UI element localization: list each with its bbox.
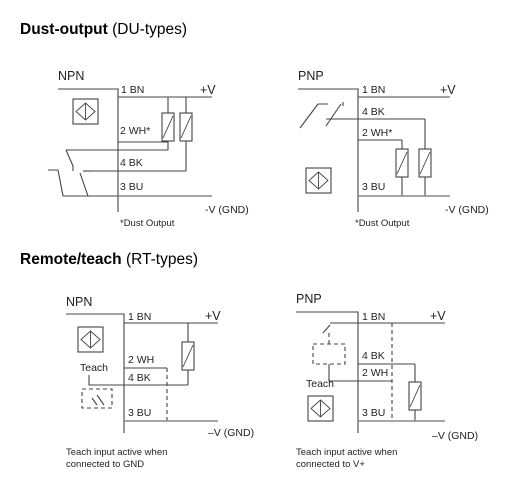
rt-pnp-wire-1bn: 1 BN [362, 311, 385, 323]
rt-npn-housing [66, 313, 125, 433]
rt-npn-teach-label: Teach [80, 362, 108, 374]
du-pnp-sensor-icon [305, 167, 332, 194]
rt-pnp-vminus: –V (GND) [432, 430, 478, 442]
rt-npn-note-line1: Teach input active when [66, 447, 167, 458]
rt-npn-wire-1bn: 1 BN [128, 311, 151, 323]
du-npn-switch-2 [48, 169, 64, 197]
du-npn-wire-1bn: 1 BN [121, 84, 144, 96]
rt-npn-teach-switch [81, 388, 113, 409]
rt-npn-vminus: –V (GND) [208, 427, 254, 439]
du-pnp-vplus: +V [440, 83, 456, 97]
section-title-du: Dust-output (DU-types) [20, 21, 187, 38]
du-npn-switch-1 [65, 149, 168, 171]
du-npn-vplus: +V [200, 83, 216, 97]
rt-pnp-wire-2wh: 2 WH [362, 367, 388, 379]
du-npn-label: NPN [58, 69, 84, 83]
du-pnp-vminus: -V (GND) [445, 204, 489, 216]
rt-npn-wire-4bk: 4 BK [128, 372, 151, 384]
rt-npn-label: NPN [66, 295, 92, 309]
section-title-rt: Remote/teach (RT-types) [20, 251, 198, 268]
rt-npn-wire-2wh: 2 WH [128, 354, 154, 366]
du-npn-wire-2wh: 2 WH* [120, 125, 150, 137]
rt-npn-wire-3bu: 3 BU [128, 407, 151, 419]
du-pnp-wire-4bk: 4 BK [362, 106, 385, 118]
diagram-rt-npn: NPN 1 BN +V 2 WH Teach 4 BK 3 BU –V (GND… [66, 295, 254, 470]
diagram-du-npn: NPN 1 BN +V 2 WH* 4 BK 3 BU -V [48, 69, 249, 229]
du-npn-vminus: -V (GND) [205, 204, 249, 216]
diagram-rt-pnp: PNP 1 BN +V 4 BK 2 WH Teach 3 BU –V (GND… [296, 292, 478, 470]
diagram-du-pnp: PNP 1 BN +V 4 BK 2 WH* 3 BU -V (GND) *Du… [298, 69, 489, 229]
du-pnp-switch-2 [325, 102, 344, 127]
du-pnp-housing [298, 88, 359, 212]
du-pnp-label: PNP [298, 69, 324, 83]
rt-npn-note-line2: connected to GND [66, 459, 144, 470]
rt-pnp-sensor-icon [307, 395, 334, 422]
du-pnp-wire-2wh: 2 WH* [362, 127, 392, 139]
du-npn-sensor-icon [72, 98, 99, 125]
du-pnp-wire-1bn: 1 BN [362, 84, 385, 96]
du-npn-wire-3bu: 3 BU [120, 181, 143, 193]
du-npn-switch-3 [79, 172, 89, 197]
rt-npn-vplus: +V [205, 309, 221, 323]
rt-npn-sensor-icon [77, 326, 104, 353]
du-npn-note: *Dust Output [120, 218, 175, 229]
rt-pnp-vplus: +V [430, 309, 446, 323]
rt-pnp-teach-label: Teach [306, 378, 334, 390]
du-pnp-wire-3bu: 3 BU [362, 181, 385, 193]
rt-pnp-wire-4bk: 4 BK [362, 350, 385, 362]
du-npn-wire-4bk: 4 BK [120, 157, 143, 169]
rt-pnp-note-line2: connected to V+ [296, 459, 365, 470]
du-pnp-note: *Dust Output [355, 218, 410, 229]
rt-pnp-teach-switch [312, 343, 346, 365]
rt-pnp-housing [296, 311, 359, 433]
rt-pnp-note-line1: Teach input active when [296, 447, 397, 458]
du-pnp-switch-1 [299, 103, 328, 129]
rt-pnp-label: PNP [296, 292, 322, 306]
rt-pnp-wire-3bu: 3 BU [362, 407, 385, 419]
